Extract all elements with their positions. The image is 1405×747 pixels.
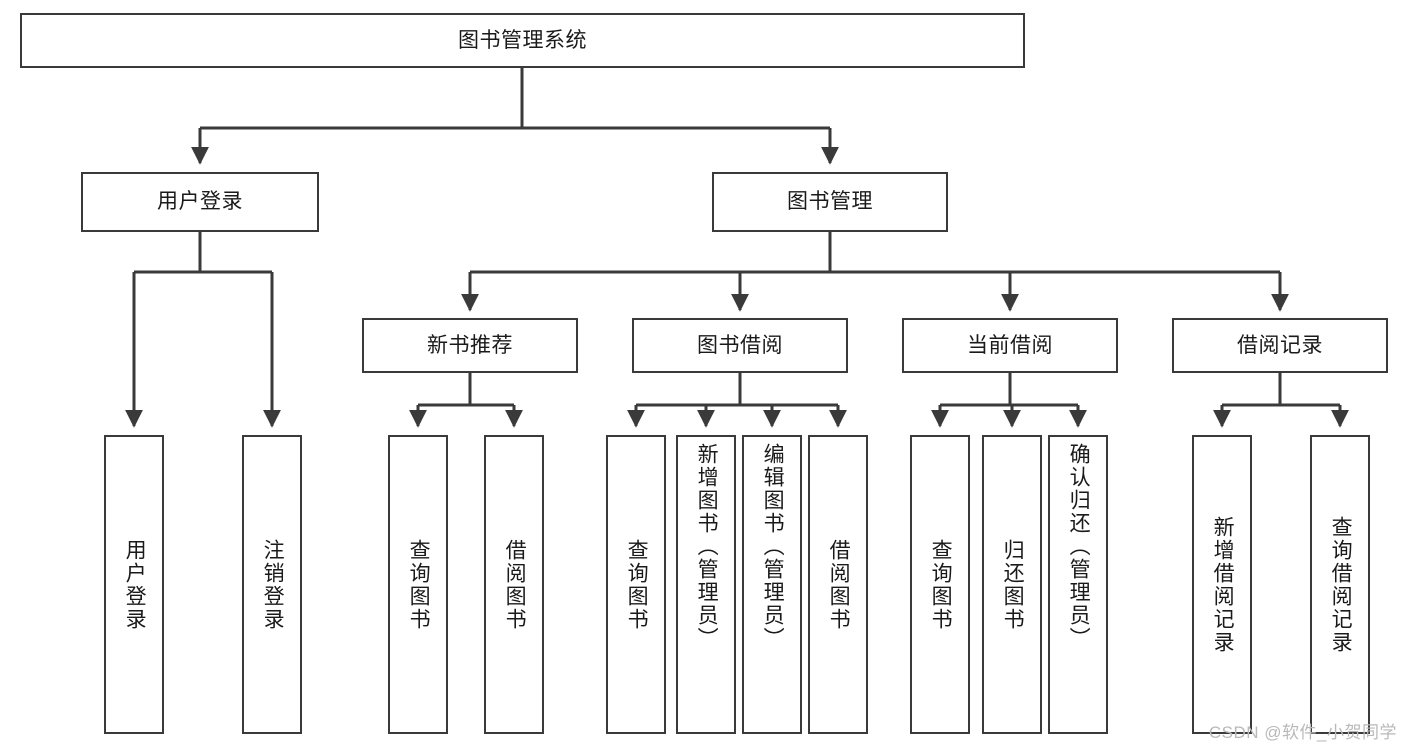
node-root[interactable]: 图书管理系统 bbox=[20, 13, 1025, 68]
leaf-query-book-recommend-label: 查询图书 bbox=[407, 538, 431, 631]
node-new-book-recommend[interactable]: 新书推荐 bbox=[362, 318, 578, 373]
node-current-borrow-label: 当前借阅 bbox=[967, 333, 1053, 357]
leaf-query-book-recommend[interactable]: 查询图书 bbox=[388, 435, 448, 734]
node-borrow-record-label: 借阅记录 bbox=[1237, 333, 1323, 357]
leaf-logout[interactable]: 注销登录 bbox=[242, 435, 302, 734]
leaf-borrow-book-recommend[interactable]: 借阅图书 bbox=[484, 435, 544, 734]
leaf-add-book[interactable]: 新增图书（管理员） bbox=[676, 435, 736, 734]
leaf-query-book-current-label: 查询图书 bbox=[929, 538, 953, 631]
leaf-confirm-return[interactable]: 确认归还（管理员） bbox=[1048, 435, 1108, 734]
leaf-borrow-book[interactable]: 借阅图书 bbox=[808, 435, 868, 734]
leaf-return-book[interactable]: 归还图书 bbox=[982, 435, 1042, 734]
leaf-add-borrow-record[interactable]: 新增借阅记录 bbox=[1192, 435, 1252, 734]
leaf-add-borrow-record-label: 新增借阅记录 bbox=[1211, 515, 1235, 654]
node-root-label: 图书管理系统 bbox=[458, 28, 587, 52]
leaf-query-borrow-record-label: 查询借阅记录 bbox=[1329, 515, 1353, 654]
leaf-borrow-book-label: 借阅图书 bbox=[827, 538, 851, 631]
node-book-management-label: 图书管理 bbox=[787, 190, 873, 214]
node-book-borrow[interactable]: 图书借阅 bbox=[632, 318, 848, 373]
leaf-edit-book[interactable]: 编辑图书（管理员） bbox=[742, 435, 802, 734]
leaf-confirm-return-label: 确认归还（管理员） bbox=[1067, 443, 1091, 650]
leaf-query-borrow-record[interactable]: 查询借阅记录 bbox=[1310, 435, 1370, 734]
leaf-user-login-label: 用户登录 bbox=[123, 538, 147, 631]
node-user-login[interactable]: 用户登录 bbox=[81, 172, 319, 232]
leaf-return-book-label: 归还图书 bbox=[1001, 538, 1025, 631]
node-current-borrow[interactable]: 当前借阅 bbox=[902, 318, 1118, 373]
leaf-borrow-book-recommend-label: 借阅图书 bbox=[503, 538, 527, 631]
node-user-login-label: 用户登录 bbox=[157, 190, 243, 214]
leaf-query-book-borrow-label: 查询图书 bbox=[625, 538, 649, 631]
leaf-add-book-label: 新增图书（管理员） bbox=[695, 443, 719, 650]
leaf-edit-book-label: 编辑图书（管理员） bbox=[761, 443, 785, 650]
leaf-query-book-borrow[interactable]: 查询图书 bbox=[606, 435, 666, 734]
node-book-management[interactable]: 图书管理 bbox=[712, 172, 948, 232]
csdn-watermark: CSDN @软件_小贺同学 bbox=[1208, 723, 1397, 742]
leaf-user-login[interactable]: 用户登录 bbox=[104, 435, 164, 734]
leaf-logout-label: 注销登录 bbox=[261, 538, 285, 631]
node-book-borrow-label: 图书借阅 bbox=[697, 333, 783, 357]
node-borrow-record[interactable]: 借阅记录 bbox=[1172, 318, 1388, 373]
node-new-book-recommend-label: 新书推荐 bbox=[427, 333, 513, 357]
leaf-query-book-current[interactable]: 查询图书 bbox=[910, 435, 970, 734]
